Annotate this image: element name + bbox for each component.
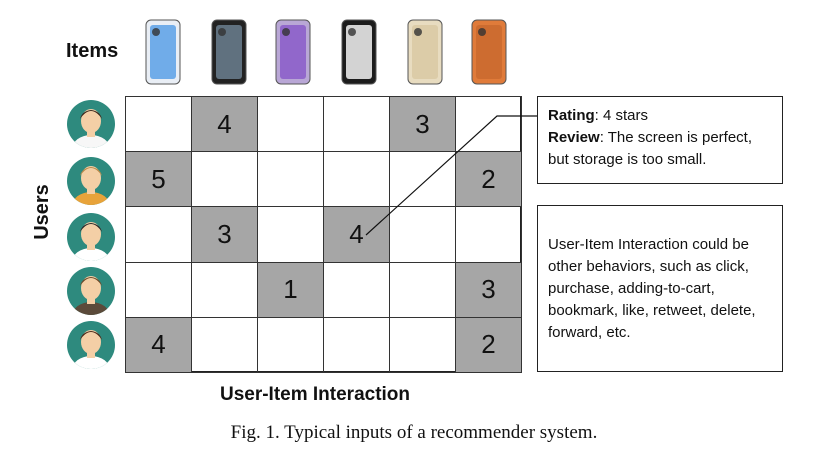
review-value: : The screen is perfect, but storage is … xyxy=(548,129,752,168)
empty-cell xyxy=(389,261,456,318)
empty-cell xyxy=(257,316,324,373)
rating-value: 4 xyxy=(151,329,166,360)
empty-cell xyxy=(389,206,456,263)
rating-cell: 1 xyxy=(257,261,324,318)
user-avatar-icon xyxy=(66,99,116,149)
empty-cell xyxy=(125,206,192,263)
user-avatar-icon xyxy=(66,266,116,316)
rating-cell: 3 xyxy=(455,261,522,318)
empty-cell xyxy=(455,206,522,263)
rating-cell: 3 xyxy=(191,206,258,263)
interaction-matrix: 4 3 5 2 3 4 1 3 4 2 xyxy=(125,96,522,373)
rating-value: 5 xyxy=(151,163,166,194)
rating-value: 2 xyxy=(481,163,496,194)
figure-caption: Fig. 1. Typical inputs of a recommender … xyxy=(230,422,598,443)
empty-cell xyxy=(257,151,324,208)
rating-cell: 5 xyxy=(125,151,192,208)
empty-cell xyxy=(323,316,390,373)
empty-cell xyxy=(191,261,258,318)
users-label: Users xyxy=(30,184,53,240)
phone-orange-icon xyxy=(466,16,514,88)
empty-cell xyxy=(191,151,258,208)
rating-label: Rating xyxy=(548,107,595,124)
rating-value: 3 xyxy=(415,108,430,139)
empty-cell xyxy=(125,96,192,153)
rating-cell: 3 xyxy=(389,96,456,153)
phone-foldable-icon xyxy=(270,16,318,88)
rating-cell: 2 xyxy=(455,151,522,208)
rating-cell: 4 xyxy=(191,96,258,153)
empty-cell xyxy=(323,151,390,208)
items-label: Items xyxy=(66,40,119,62)
empty-cell xyxy=(125,261,192,318)
item-images xyxy=(130,16,530,92)
rating-value: 3 xyxy=(481,274,496,305)
phone-black-icon xyxy=(206,16,254,88)
phone-black-white-icon xyxy=(336,16,384,88)
user-avatar-icon xyxy=(66,320,116,370)
rating-value: 2 xyxy=(481,329,496,360)
interaction-types-box: User-Item Interaction could be other beh… xyxy=(537,205,783,372)
rating-cell: 4 xyxy=(125,316,192,373)
empty-cell xyxy=(389,316,456,373)
rating-value: 4 xyxy=(217,108,232,139)
rating-value: 1 xyxy=(283,274,298,305)
rating-value: 4 xyxy=(349,218,364,249)
empty-cell xyxy=(257,96,324,153)
x-axis-label: User-Item Interaction xyxy=(219,384,411,405)
phone-white-icon xyxy=(140,16,188,88)
empty-cell xyxy=(323,96,390,153)
review-label: Review xyxy=(548,129,600,146)
rating-review-box: Rating: 4 stars Review: The screen is pe… xyxy=(537,96,783,184)
rating-cell: 4 xyxy=(323,206,390,263)
empty-cell xyxy=(257,206,324,263)
empty-cell xyxy=(455,96,522,153)
rating-value: : 4 stars xyxy=(594,107,649,124)
rating-cell: 2 xyxy=(455,316,522,373)
rating-value: 3 xyxy=(217,218,232,249)
user-avatar-icon xyxy=(66,156,116,206)
phone-gold-icon xyxy=(402,16,450,88)
empty-cell xyxy=(191,316,258,373)
empty-cell xyxy=(389,151,456,208)
user-avatar-icon xyxy=(66,212,116,262)
empty-cell xyxy=(323,261,390,318)
interaction-types-text: User-Item Interaction could be other beh… xyxy=(548,236,756,341)
